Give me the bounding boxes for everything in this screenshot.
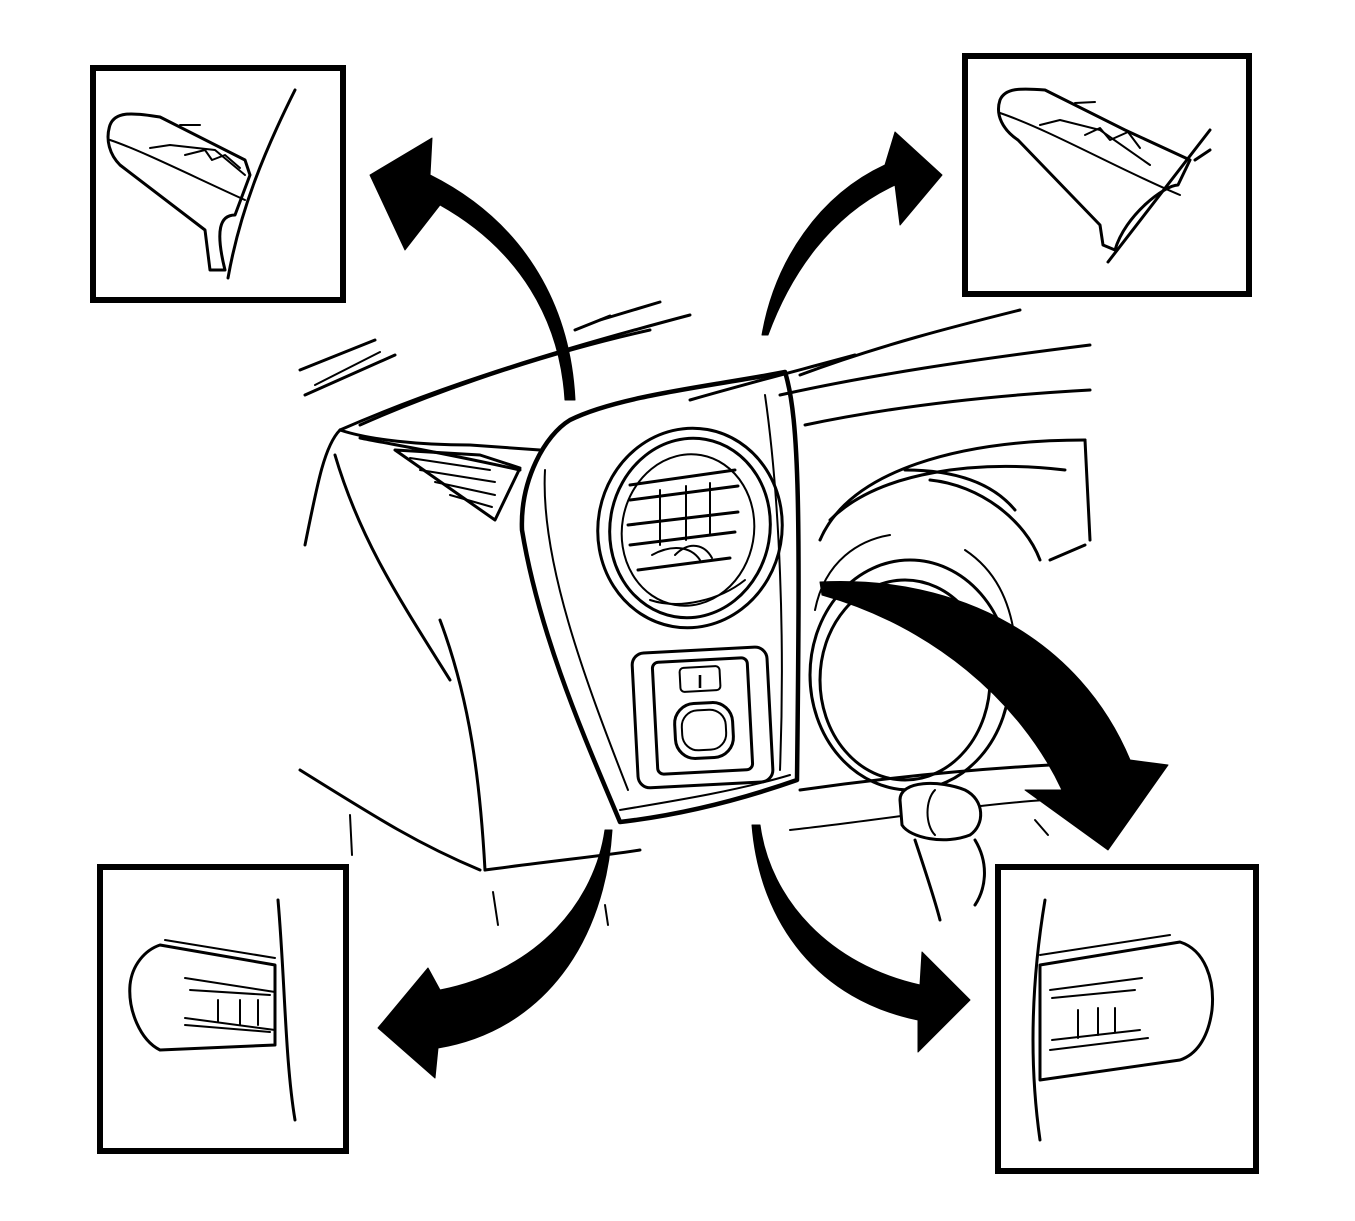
- curved-arrow-icon: [369, 137, 576, 401]
- round-air-vent: [596, 426, 784, 630]
- callout-bottom-right: [995, 864, 1259, 1174]
- retaining-clip-icon: [1031, 898, 1215, 1142]
- removal-arrows: [369, 131, 1169, 1079]
- callout-bottom-left: [97, 864, 349, 1154]
- retaining-clip-icon: [128, 898, 297, 1122]
- curved-arrow-icon: [751, 824, 971, 1053]
- retaining-clip-icon: [106, 88, 297, 280]
- dashboard-illustration: I: [298, 300, 1092, 926]
- center-trim-panel: I: [519, 369, 801, 825]
- callout-top-right: [962, 53, 1252, 297]
- curved-arrow-icon: [761, 131, 943, 336]
- retaining-clip-icon: [997, 87, 1212, 264]
- curved-arrow-icon: [377, 829, 613, 1079]
- curved-arrow-icon: [819, 580, 1169, 851]
- mirror-switch: I: [630, 645, 775, 790]
- callout-top-left: [90, 65, 346, 303]
- dashboard-outline: [298, 300, 1092, 926]
- switch-label: I: [697, 672, 702, 692]
